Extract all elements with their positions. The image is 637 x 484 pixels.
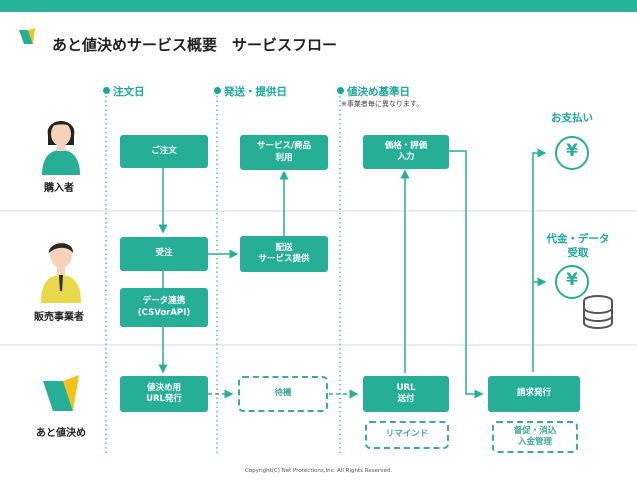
column-header-label: 注文日 xyxy=(113,86,145,98)
yen-symbol: ¥ xyxy=(566,141,578,161)
seller-avatar-icon xyxy=(41,242,81,303)
box-wait: 待機 xyxy=(238,376,328,412)
box-invoice: 請求発行 xyxy=(488,376,580,412)
column-header-label: 値決め基準日 xyxy=(347,86,410,98)
yen-coin-icon xyxy=(555,136,589,170)
box-data-link: データ連携 (CSVorAPI) xyxy=(120,288,208,327)
column-header-order-date: 注文日 xyxy=(103,84,145,99)
box-reminder: リマインド xyxy=(365,421,449,449)
label-fee-data: 代金・データ 受取 xyxy=(546,233,610,259)
pricing-date-note: ※事業者毎に異なります。 xyxy=(341,100,424,108)
yen-coin-icon xyxy=(555,265,589,299)
page-title: あと値決めサービス概要 サービスフロー xyxy=(52,36,338,54)
box-shipping: 配送 サービス提供 xyxy=(240,236,328,272)
brand-logo-icon xyxy=(19,28,35,44)
box-url-send: URL 送付 xyxy=(363,376,449,412)
box-service-use: サービス/商品 利用 xyxy=(240,135,328,170)
arrow-price-to-invoice xyxy=(449,150,484,399)
yen-symbol: ¥ xyxy=(566,270,578,290)
box-receive-order: 受注 xyxy=(120,237,208,271)
label-payment: お支払い xyxy=(551,112,593,124)
box-url-issue: 値決め用 URL発行 xyxy=(120,376,208,412)
column-header-label: 発送・提供日 xyxy=(224,86,287,98)
column-header-ship-date: 発送・提供日 xyxy=(214,84,287,99)
bullet-dot xyxy=(214,87,221,94)
role-seller-label: 販売事業者 xyxy=(34,312,84,323)
box-price-input: 価格・評価 入力 xyxy=(363,135,449,169)
role-buyer-label: 購入者 xyxy=(44,183,74,194)
column-header-pricing-date: 値決め基準日 xyxy=(337,84,410,99)
role-service-label: あと値決め xyxy=(36,428,86,439)
top-accent-bar xyxy=(0,0,637,12)
arrow-invoice-to-payment xyxy=(532,148,547,372)
bullet-dot xyxy=(103,87,110,94)
database-icon xyxy=(583,295,613,329)
box-collection: 督促・消込 入金管理 xyxy=(492,421,578,453)
atone-logo-icon xyxy=(43,375,79,411)
box-order: ご注文 xyxy=(120,135,208,168)
bullet-dot xyxy=(337,87,344,94)
copyright-text: Copyright(C) Net Protections,Inc. All Ri… xyxy=(244,468,393,474)
buyer-avatar-icon xyxy=(42,121,80,175)
